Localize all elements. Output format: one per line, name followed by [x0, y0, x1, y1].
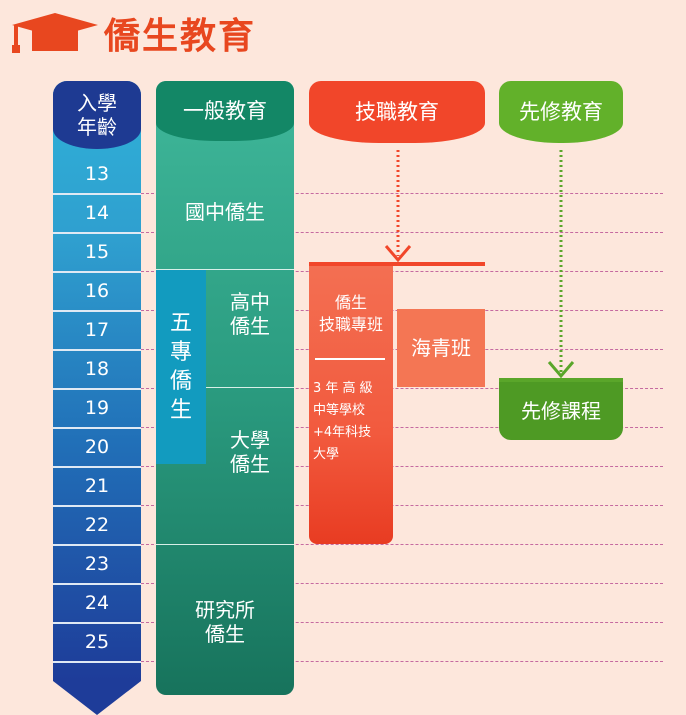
- vocational-arrow-icon: [384, 150, 412, 263]
- advanced-education-header: 先修教育: [499, 81, 623, 143]
- stage-divider: [206, 387, 294, 388]
- age-arrow: [53, 681, 141, 715]
- grid-line: [141, 193, 663, 194]
- age-separator: [53, 427, 141, 429]
- senior-high-line2: 僑生: [230, 314, 270, 338]
- university-line1: 大學: [230, 428, 270, 452]
- vocational-program-description: 3 年 高 級 中等學校 +4年科技 大學: [313, 378, 393, 466]
- page-title: 僑生教育: [10, 10, 257, 57]
- graduate-line1: 研究所: [195, 598, 255, 622]
- vocational-bar: [309, 262, 485, 266]
- age-separator: [53, 583, 141, 585]
- senior-high-line1: 高中: [230, 290, 270, 314]
- advanced-arrow-icon: [547, 150, 575, 379]
- grid-line: [141, 544, 663, 545]
- senior-high-label: 高中 僑生: [206, 290, 294, 338]
- title-text: 僑生教育: [104, 16, 257, 57]
- age-header-line2: 年齡: [77, 115, 117, 139]
- grid-line: [141, 427, 663, 428]
- graduate-line2: 僑生: [205, 622, 245, 646]
- advanced-bar: [499, 378, 623, 382]
- age-cell: 18: [84, 358, 110, 380]
- vocational-program-box: [309, 266, 393, 544]
- age-cell: 23: [84, 553, 110, 575]
- age-cell: 17: [84, 319, 110, 341]
- age-separator: [53, 193, 141, 195]
- grid-line: [141, 661, 663, 662]
- age-header-line1: 入學: [77, 91, 117, 115]
- grid-line: [141, 466, 663, 467]
- vocational-divider: [315, 358, 385, 360]
- age-cell: 22: [84, 514, 110, 536]
- general-education-header: 一般教育: [156, 81, 294, 141]
- age-separator: [53, 310, 141, 312]
- grid-line: [141, 505, 663, 506]
- stage-divider: [156, 269, 294, 270]
- five-year-college-box: 五 專 僑 生: [156, 270, 206, 464]
- grid-line: [141, 271, 663, 272]
- grid-line: [141, 583, 663, 584]
- age-separator: [53, 271, 141, 273]
- grid-line: [141, 622, 663, 623]
- age-separator: [53, 388, 141, 390]
- age-cell: 16: [84, 280, 110, 302]
- grid-line: [141, 388, 663, 389]
- age-separator: [53, 349, 141, 351]
- vocational-desc-line4: 大學: [313, 447, 340, 462]
- university-line2: 僑生: [230, 452, 270, 476]
- age-cell: 14: [84, 202, 110, 224]
- stage-divider: [156, 544, 294, 545]
- preparatory-course-box: 先修課程: [499, 382, 623, 440]
- vocational-program-title: 僑生 技職專班: [309, 292, 393, 336]
- age-separator: [53, 622, 141, 624]
- age-cell: 25: [84, 631, 110, 653]
- age-cell: 19: [84, 397, 110, 419]
- age-separator: [53, 661, 141, 663]
- haiqing-class-box: 海青班: [397, 309, 485, 387]
- age-separator: [53, 544, 141, 546]
- vocational-desc-line2: 中等學校: [313, 403, 366, 418]
- five-year-char: 僑: [169, 369, 192, 394]
- age-cell: 20: [84, 436, 110, 458]
- university-label: 大學 僑生: [206, 428, 294, 476]
- vocational-education-header: 技職教育: [309, 81, 485, 143]
- age-separator: [53, 505, 141, 507]
- age-cell: 21: [84, 475, 110, 497]
- graduate-label: 研究所 僑生: [156, 598, 294, 646]
- age-cell: 15: [84, 241, 110, 263]
- age-cell: 13: [84, 163, 110, 185]
- age-separator: [53, 232, 141, 234]
- five-year-char: 五: [169, 311, 192, 336]
- grid-line: [141, 232, 663, 233]
- age-header: 入學 年齡: [53, 81, 141, 149]
- five-year-char: 生: [169, 398, 192, 423]
- graduation-cap-icon: [12, 13, 98, 53]
- vocational-title-line2: 技職專班: [318, 315, 383, 334]
- age-cell: 24: [84, 592, 110, 614]
- age-separator: [53, 466, 141, 468]
- junior-high-label: 國中僑生: [185, 200, 265, 224]
- vocational-title-line1: 僑生: [334, 293, 367, 312]
- five-year-char: 專: [169, 340, 192, 365]
- vocational-desc-line3: +4年科技: [313, 425, 372, 440]
- vocational-desc-line1: 3 年 高 級: [313, 381, 373, 396]
- age-column: [53, 81, 141, 681]
